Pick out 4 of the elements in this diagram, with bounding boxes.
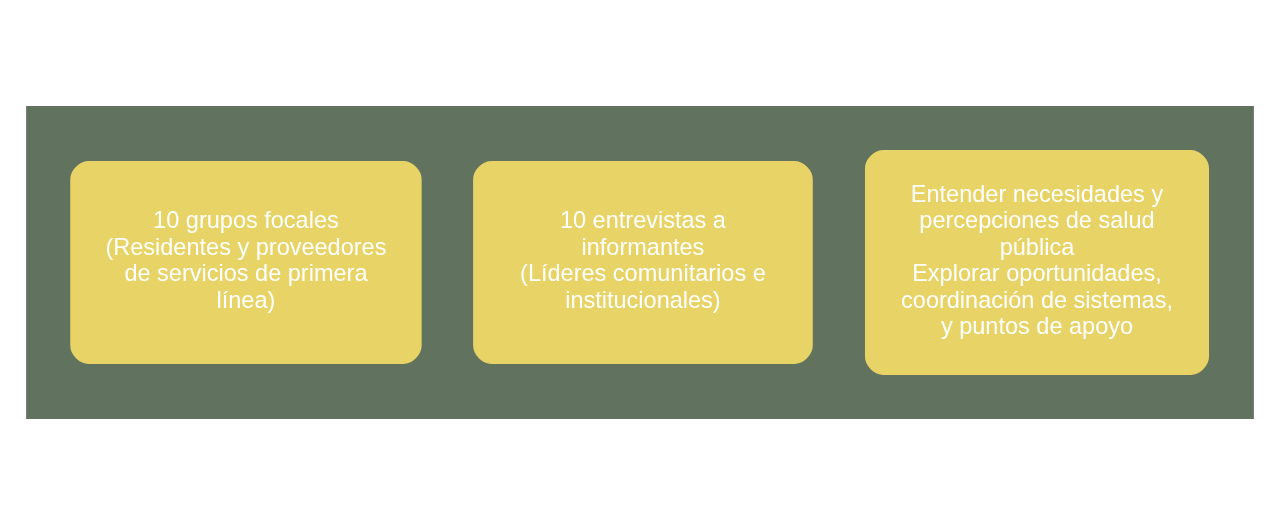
node-box: Entender necesidades y percepciones de salud pública Explorar oportunidades, coordinación de sistemas, y puntos de apoyo [864, 150, 1210, 375]
node-box: 10 grupos focales (Residentes y proveedores de servicios de primera línea) [70, 161, 422, 364]
cluster [26, 105, 1254, 420]
node-box: 10 entrevistas a informantes (Líderes comunitarios e institucionales) [473, 161, 813, 364]
